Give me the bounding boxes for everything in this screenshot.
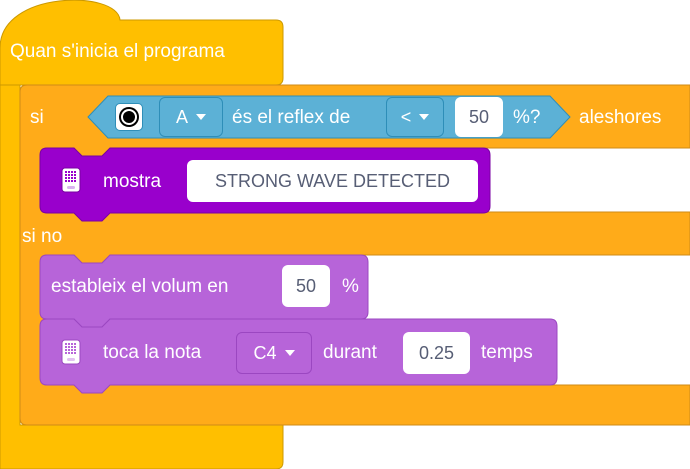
volume-value-input[interactable]: 50 bbox=[282, 265, 330, 307]
hub-light-matrix-icon bbox=[61, 167, 81, 193]
port-dropdown[interactable]: A bbox=[159, 97, 223, 137]
then-label: aleshores bbox=[579, 107, 662, 128]
condition-suffix: %? bbox=[513, 107, 541, 128]
note-value: C4 bbox=[253, 342, 277, 363]
display-label: mostra bbox=[103, 171, 162, 192]
color-sensor-icon bbox=[115, 103, 143, 131]
operator-value: < bbox=[400, 106, 412, 127]
note-dropdown[interactable]: C4 bbox=[236, 332, 312, 374]
operator-dropdown[interactable]: < bbox=[386, 97, 444, 137]
port-value: A bbox=[175, 106, 188, 127]
volume-label: estableix el volum en bbox=[51, 276, 229, 297]
chevron-down-icon bbox=[284, 350, 295, 356]
else-label: si no bbox=[22, 226, 63, 247]
note-label: toca la nota bbox=[103, 342, 202, 363]
event-block-label: Quan s'inicia el programa bbox=[10, 41, 225, 62]
event-block-shape[interactable] bbox=[0, 0, 284, 86]
hub-speaker-icon bbox=[61, 339, 81, 365]
condition-mid-label: és el reflex de bbox=[232, 107, 351, 128]
if-label: si bbox=[30, 107, 44, 128]
note-duration-input[interactable]: 0.25 bbox=[403, 332, 470, 374]
reflection-value-input[interactable]: 50 bbox=[455, 97, 503, 137]
chevron-down-icon bbox=[419, 114, 430, 120]
display-text-input[interactable]: STRONG WAVE DETECTED bbox=[187, 160, 478, 202]
note-mid-label: durant bbox=[323, 342, 377, 363]
volume-suffix: % bbox=[342, 276, 359, 297]
chevron-down-icon bbox=[196, 114, 206, 120]
note-suffix: temps bbox=[481, 342, 533, 363]
